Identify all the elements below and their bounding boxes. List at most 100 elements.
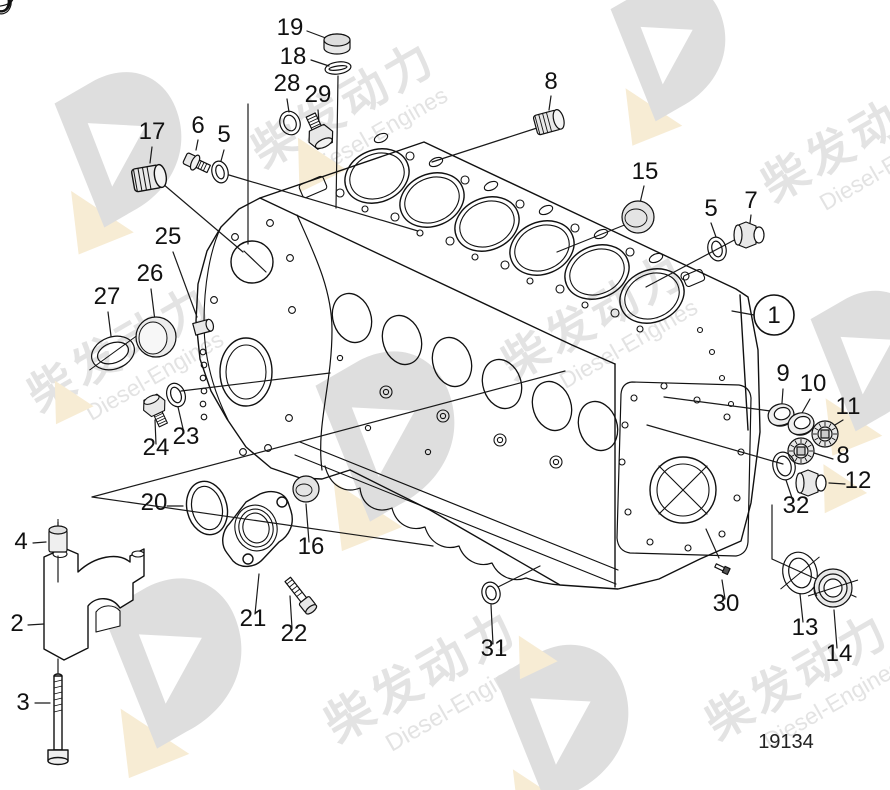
watermark-logo-accent-triangle bbox=[512, 769, 579, 790]
callout-3: 3 bbox=[16, 689, 29, 716]
leader-line bbox=[431, 127, 538, 163]
flywheel-face-hole bbox=[621, 421, 629, 429]
deck-fitting bbox=[298, 175, 328, 199]
watermark-tri bbox=[298, 137, 347, 193]
callout-32: 32 bbox=[783, 492, 810, 519]
part-hex-plug bbox=[305, 112, 334, 150]
engine-block bbox=[43, 141, 761, 766]
callout-leader-17 bbox=[149, 146, 153, 164]
pan-rail-upper bbox=[299, 441, 619, 571]
callout-15: 15 bbox=[632, 158, 659, 185]
deck-slot bbox=[428, 156, 444, 168]
watermark-accent-triangle bbox=[54, 380, 94, 425]
plate-bolt-hole bbox=[239, 448, 247, 456]
callout-leader-16 bbox=[305, 503, 310, 543]
leader-line bbox=[228, 174, 419, 232]
callout-1: 1 bbox=[767, 302, 780, 329]
plate-hole bbox=[200, 413, 208, 421]
part-cup-plug bbox=[621, 200, 655, 234]
callout-16: 16 bbox=[298, 533, 325, 560]
flywheel-face-hole bbox=[693, 396, 701, 404]
callout-leader-28 bbox=[286, 98, 290, 113]
leader-line bbox=[162, 183, 244, 253]
part-o-ring bbox=[324, 61, 352, 75]
callout-leader-4 bbox=[32, 541, 47, 544]
side-hole bbox=[336, 354, 344, 362]
part-o-ring bbox=[211, 160, 229, 184]
deck-hole bbox=[416, 229, 424, 237]
cylinder-bore bbox=[564, 244, 630, 300]
deck-hole bbox=[555, 284, 565, 294]
callout-28: 28 bbox=[274, 70, 301, 97]
callout-leader-5 bbox=[710, 222, 717, 238]
part-hex-plug bbox=[143, 393, 168, 428]
deck-slot bbox=[483, 180, 499, 192]
watermark-logo-d-mark bbox=[102, 578, 242, 749]
part-o-ring bbox=[279, 110, 301, 136]
side-hole bbox=[364, 424, 372, 432]
block-hole-details bbox=[199, 132, 745, 552]
deck-slot bbox=[538, 204, 554, 216]
deck-slot bbox=[373, 132, 389, 144]
watermark-accent-triangle bbox=[518, 635, 558, 680]
deck-near-edge bbox=[259, 197, 616, 365]
watermark-accent-triangle bbox=[298, 137, 347, 193]
deck-hole bbox=[625, 247, 635, 257]
part-socket-bolt bbox=[284, 576, 318, 615]
callout-leader-7 bbox=[749, 214, 752, 224]
leader-line bbox=[91, 370, 566, 498]
cylinder-bore bbox=[509, 220, 575, 276]
callout-31: 31 bbox=[481, 635, 508, 662]
side-boss-hole bbox=[552, 458, 560, 466]
leader-line bbox=[556, 223, 628, 253]
flywheel-face-hole bbox=[733, 494, 741, 502]
cylinder-bore bbox=[399, 172, 465, 228]
core-plug-opening bbox=[381, 314, 423, 366]
callout-leader-18 bbox=[310, 59, 330, 67]
part-o-ring bbox=[481, 581, 501, 605]
part-pin-bolt bbox=[714, 563, 731, 576]
part-flange-bolt bbox=[182, 152, 211, 174]
side-boss bbox=[549, 455, 563, 469]
deck-hole bbox=[500, 260, 510, 270]
deck-hole bbox=[636, 325, 644, 333]
callout-leader-15 bbox=[639, 185, 645, 204]
part-flange-plug bbox=[795, 469, 827, 497]
part-threaded-plug bbox=[532, 109, 565, 136]
leader-line bbox=[335, 75, 339, 209]
right-face-hole bbox=[696, 326, 704, 334]
callout-10: 10 bbox=[800, 370, 827, 397]
callout-20: 20 bbox=[141, 489, 168, 516]
right-face-hole bbox=[727, 400, 735, 408]
plate-bolt-hole bbox=[285, 414, 293, 422]
plate-bolt-hole bbox=[210, 296, 218, 304]
leader-line bbox=[91, 496, 434, 547]
flywheel-face-hole bbox=[630, 394, 638, 402]
crankcase-webs bbox=[324, 465, 561, 586]
cylinder-bore bbox=[344, 148, 410, 204]
leader-line bbox=[646, 424, 784, 465]
deck-slot bbox=[648, 252, 664, 264]
callout-8: 8 bbox=[544, 68, 557, 95]
core-plug-opening bbox=[577, 400, 619, 452]
front-plate-inner-edge bbox=[296, 214, 333, 471]
watermark-logo bbox=[810, 290, 890, 456]
part-threaded-plug bbox=[787, 437, 815, 465]
part-o-ring bbox=[772, 451, 796, 481]
leader-line bbox=[180, 372, 331, 392]
part-cup-plug bbox=[292, 475, 320, 503]
part-bracket bbox=[43, 547, 145, 661]
plate-bolt-hole bbox=[264, 444, 272, 452]
core-plug-opening bbox=[431, 336, 473, 388]
part-threaded-plug bbox=[811, 420, 839, 448]
deck-hole bbox=[460, 175, 470, 185]
part-o-ring bbox=[707, 236, 727, 262]
side-boss bbox=[436, 409, 450, 423]
callout-13: 13 bbox=[792, 614, 819, 641]
callout-5: 5 bbox=[704, 195, 717, 222]
callout-leader-30 bbox=[721, 579, 726, 600]
